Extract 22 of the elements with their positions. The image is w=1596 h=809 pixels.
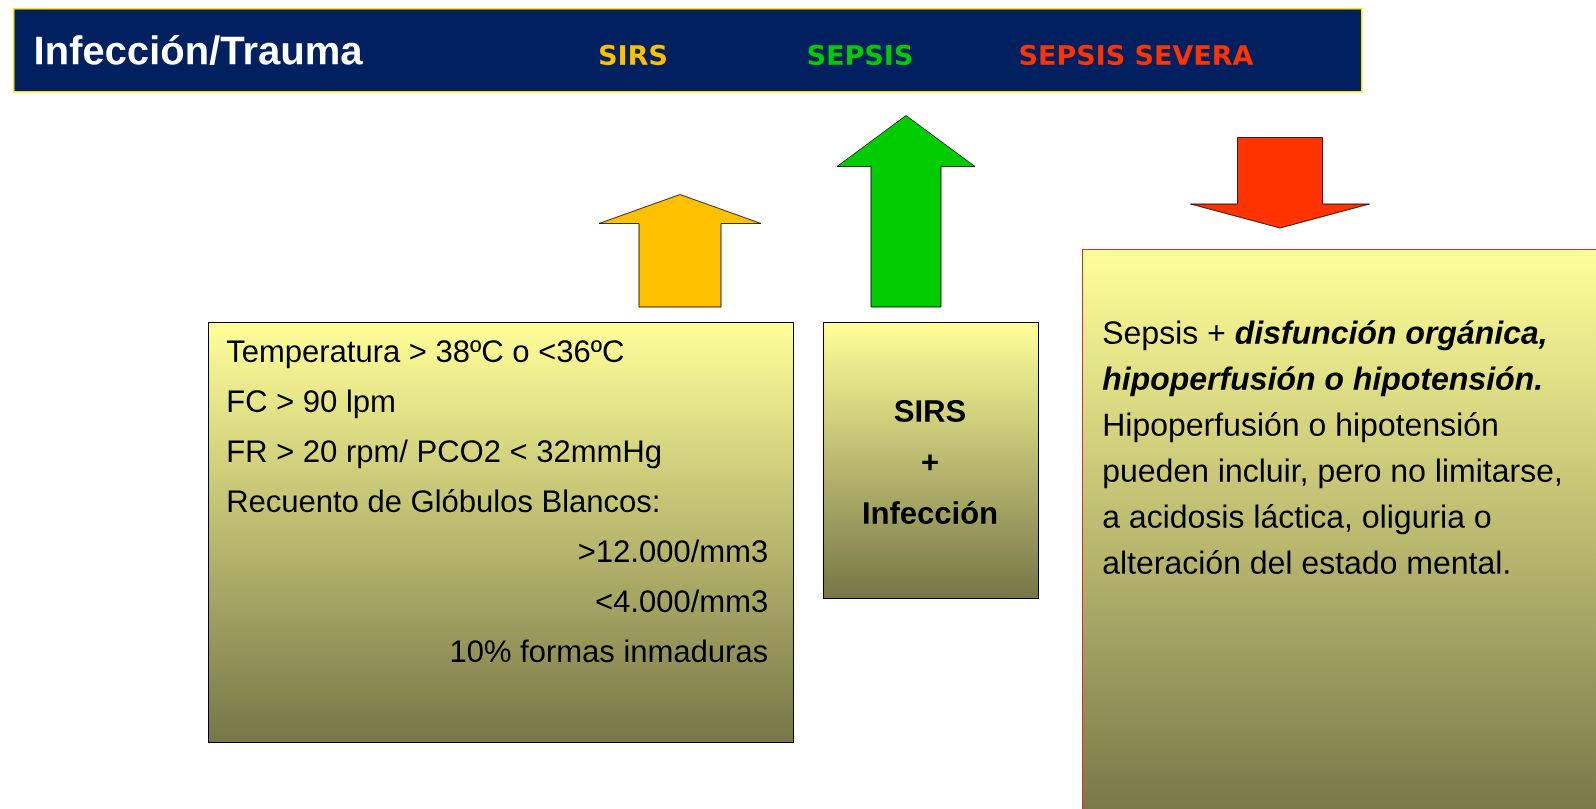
criteria-line: FR > 20 rpm/ PCO2 < 32mmHg (228, 439, 660, 469)
box-text: Hipoperfusión o hipotensión pueden incluir, pero no limitarse, a acidosis láctica, oliguria o alteración del estado mental. (1103, 412, 1560, 574)
criteria-line: FC > 90 lpm (228, 389, 394, 419)
box-text: Sepsis + disfunción orgánica, hipoperfusión o hipotensión. (1102, 320, 1545, 397)
stage-label: SIRS (600, 44, 666, 66)
stage-label: SEPSIS SEVERA (1020, 44, 1254, 66)
criteria-line: <4.000/mm3 (596, 589, 767, 613)
criteria-box (208, 322, 794, 743)
box-text: SIRS (894, 400, 965, 422)
stage-label: SEPSIS (808, 44, 912, 66)
block-arrow (836, 115, 976, 308)
sepsis-box (823, 322, 1039, 599)
box-text: + (922, 454, 938, 471)
banner-title: Infección/Trauma (36, 34, 363, 66)
criteria-line: >12.000/mm3 (579, 539, 767, 563)
block-arrow (598, 194, 762, 308)
criteria-line: Temperatura > 38ºC o <36ºC (226, 340, 624, 369)
banner (13, 8, 1363, 93)
box-text: Infección (864, 500, 997, 524)
criteria-line: Recuento de Glóbulos Blancos: (228, 489, 658, 513)
criteria-line: 10% formas inmaduras (451, 639, 767, 663)
severe-sepsis-box (1082, 249, 1596, 809)
